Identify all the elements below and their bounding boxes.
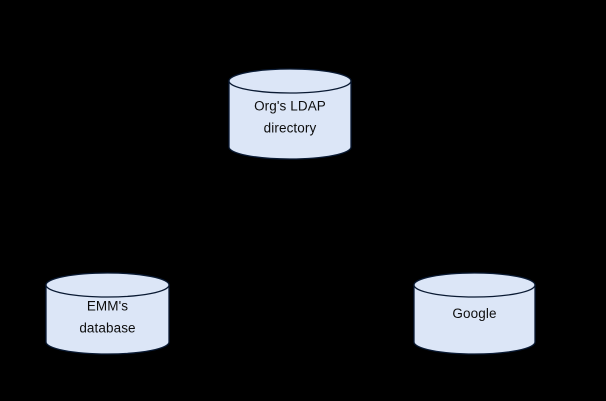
- cylinder-google[interactable]: Google: [413, 272, 536, 355]
- cylinder-emms-database[interactable]: EMM's database: [45, 272, 170, 355]
- cylinder-orgs-ldap-directory[interactable]: Org's LDAP directory: [228, 68, 352, 160]
- cylinder-shape-icon: [45, 272, 170, 355]
- cylinder-shape-icon: [228, 68, 352, 160]
- cylinder-shape-icon: [413, 272, 536, 355]
